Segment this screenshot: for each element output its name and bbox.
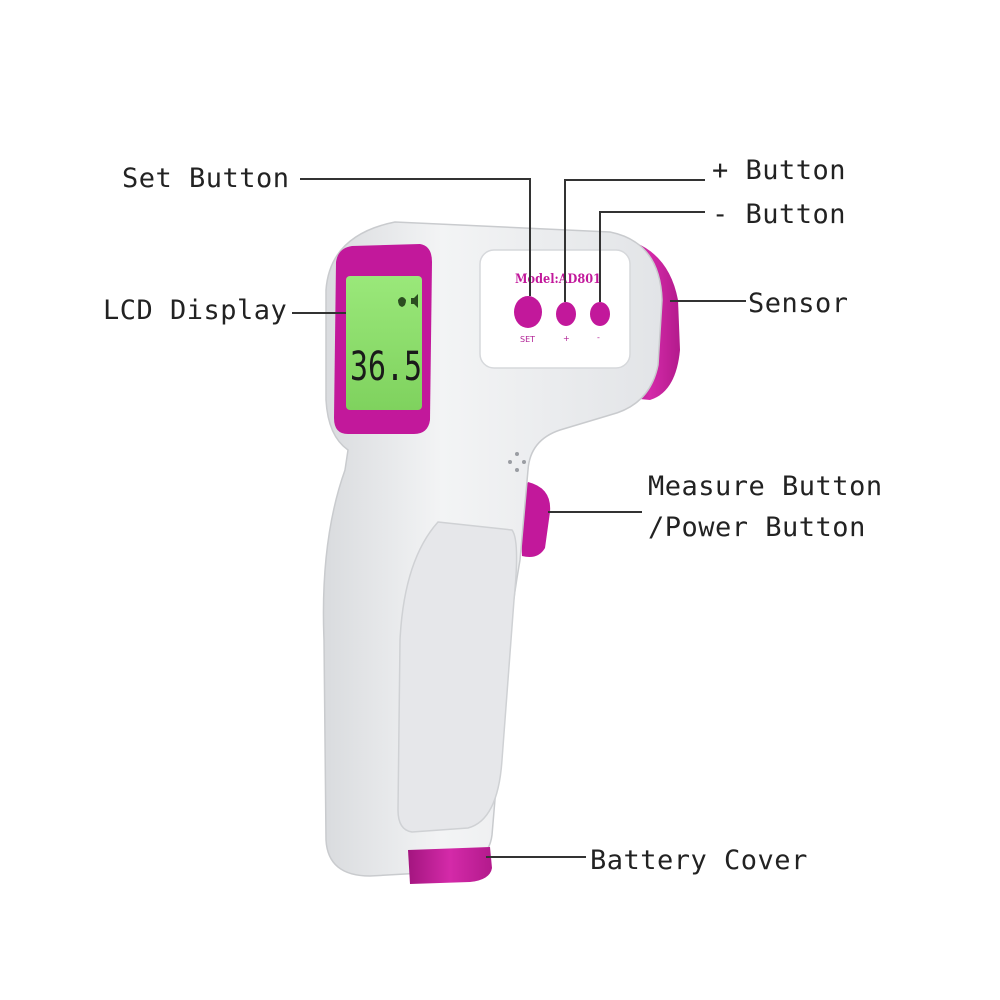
- battery-cover[interactable]: [408, 847, 492, 884]
- label-battery-cover: Battery Cover: [590, 845, 808, 876]
- plus-button[interactable]: [556, 302, 576, 326]
- set-caption: SET: [520, 335, 535, 344]
- label-set-button: Set Button: [122, 163, 290, 194]
- label-measure-button: Measure Button: [648, 471, 883, 502]
- lcd-reading: 36.5: [350, 344, 422, 390]
- model-label: Model:AD801: [515, 272, 601, 287]
- speaker-holes: [508, 452, 526, 472]
- label-lcd-display: LCD Display: [103, 295, 287, 326]
- leader-lines: [292, 178, 746, 858]
- grip-panel: [397, 521, 518, 833]
- minus-button[interactable]: [590, 302, 610, 326]
- control-panel: [479, 249, 631, 369]
- set-button-leader: [300, 178, 531, 296]
- callout-labels: Set Button + Button - Button LCD Display…: [103, 155, 883, 876]
- label-power-button: /Power Button: [648, 512, 866, 543]
- measure-power-button[interactable]: [520, 482, 551, 557]
- label-plus-button: + Button: [712, 155, 846, 186]
- set-button[interactable]: [514, 296, 542, 328]
- minus-caption: -: [597, 333, 600, 342]
- plus-button-leader: [564, 179, 705, 302]
- face-icon: [398, 297, 406, 307]
- sound-icon: [411, 294, 418, 308]
- label-sensor: Sensor: [748, 288, 849, 319]
- minus-button-leader: [599, 211, 705, 302]
- thermometer-device: 36.5 Model:AD801 SET + -: [322, 221, 680, 884]
- plus-caption: +: [563, 334, 570, 343]
- lcd-display: 36.5: [346, 276, 422, 410]
- label-minus-button: - Button: [712, 199, 846, 230]
